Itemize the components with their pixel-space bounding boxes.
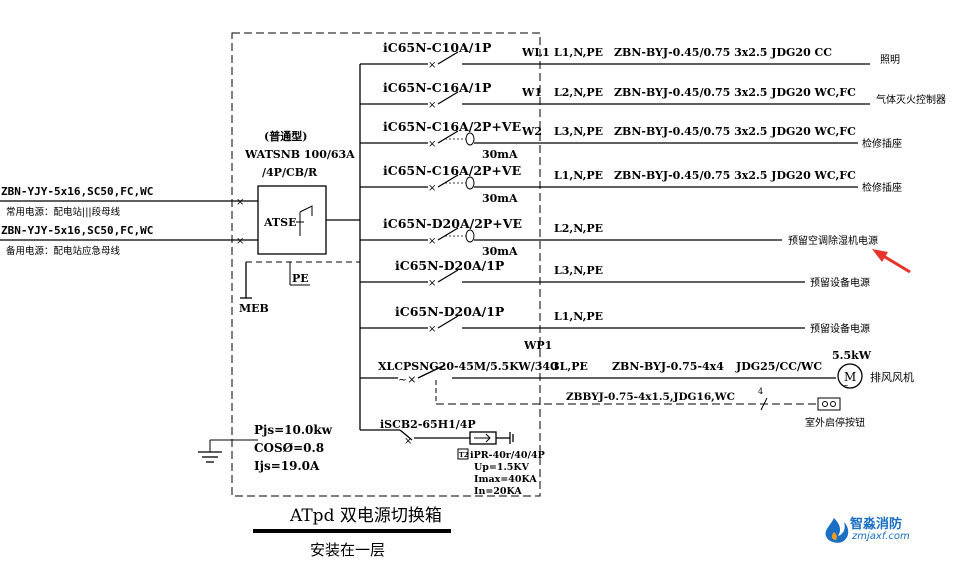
circuit-5-breaker: iC65N-D20A/2P+VE (383, 216, 522, 231)
motor-symbol: M (844, 370, 856, 384)
circuit-3-phase: L3,N,PE (554, 125, 603, 138)
circuit-1-breaker: iC65N-C10A/1P (383, 40, 492, 55)
watermark-name: 智淼消防 (850, 517, 903, 532)
spd-imax: Imax=40KA (474, 474, 537, 485)
control-cores-mark: 4 (758, 387, 763, 396)
circuit-4-phase: L1,N,PE (554, 169, 603, 182)
pjs: Pjs=10.0kw (254, 423, 333, 437)
circuit-4-load: 检修插座 (862, 181, 902, 194)
circuit-7-breaker: iC65N-D20A/1P (395, 304, 505, 319)
motor-id: WP1 (523, 339, 552, 352)
spd-model: iPR-40r/40/4P (470, 450, 545, 461)
atse-spec: WATSNB 100/63A (244, 148, 355, 161)
circuit-7-breaker-icon (437, 315, 459, 329)
input-2-cable: ZBN-YJY-5x16,SC50,FC,WC (1, 224, 153, 237)
circuit-1-id: WL1 (521, 46, 550, 59)
circuit-1-load: 照明 (880, 54, 900, 66)
circuit-2-phase: L2,N,PE (554, 86, 603, 99)
atse-type: (普通型) (264, 129, 307, 143)
circuit-5-load: 预留空调除湿机电源 (788, 234, 878, 247)
circuit-2-load: 气体灭火控制器 (876, 93, 946, 106)
circuit-3-id: W2 (521, 125, 542, 138)
watermark-logo (820, 512, 940, 552)
atse-label: ATSE (263, 216, 296, 229)
circuit-1-trip-mark: × (428, 60, 436, 71)
circuit-4-cable: ZBN-BYJ-0.45/0.75 3x2.5 JDG20 WC,FC (614, 169, 856, 182)
circuit-3-trip-mark: × (428, 139, 436, 150)
control-cable: ZBBYJ-0.75-4x1.5,JDG16,WC (566, 391, 735, 403)
circuit-3-rcd-rating: 30mA (482, 148, 518, 161)
input-2-source: 备用电源：配电站应急母线 (6, 245, 121, 257)
circuit-7-load: 预留设备电源 (810, 322, 870, 335)
svg-text:×: × (236, 197, 244, 208)
motor-starter-symbol: ~× (398, 373, 416, 386)
motor-cable: ZBN-BYJ-0.75-4x4 (612, 360, 724, 373)
atse-switch-symbol (296, 205, 313, 236)
circuit-2-breaker-icon (437, 91, 459, 105)
circuit-2-trip-mark: × (428, 100, 436, 111)
circuit-6-load: 预留设备电源 (810, 276, 870, 289)
circuit-4-rcd-icon (465, 176, 475, 190)
pe-label: PE (292, 272, 309, 285)
input-1-cable: ZBN-YJY-5x16,SC50,FC,WC (1, 185, 153, 198)
svg-text:×: × (236, 236, 244, 247)
circuit-2-breaker: iC65N-C16A/1P (383, 80, 492, 95)
circuit-6-breaker-icon (437, 269, 459, 283)
spd-up: Up=1.5KV (474, 462, 530, 473)
circuit-2-id: W1 (521, 86, 542, 99)
circuit-3-rcd-icon (465, 132, 475, 146)
motor-phase: 3L,PE (552, 360, 588, 373)
circuit-4-breaker: iC65N-C16A/2P+VE (383, 163, 521, 178)
atse-spec2: /4P/CB/R (262, 166, 318, 179)
button-box (817, 397, 841, 411)
circuit-4-trip-mark: × (428, 183, 436, 194)
panel-title: ATpd 双电源切换箱 (289, 506, 442, 526)
input-1-source: 常用电源：配电站|||段母线 (6, 206, 121, 218)
circuit-2-cable: ZBN-BYJ-0.45/0.75 3x2.5 JDG20 WC,FC (614, 86, 856, 99)
circuit-3-load: 检修插座 (862, 137, 902, 150)
circuit-3-breaker: iC65N-C16A/2P+VE (383, 119, 521, 134)
circuit-7-phase: L1,N,PE (554, 310, 603, 323)
spd-in: In=20KA (474, 486, 522, 497)
motor-conduit: JDG25/CC/WC (735, 360, 822, 373)
circuit-4-rcd-rating: 30mA (482, 192, 518, 205)
motor-starter: XLCPSNG20-45M/5.5KW/340 (378, 360, 558, 373)
circuit-3-cable: ZBN-BYJ-0.45/0.75 3x2.5 JDG20 WC,FC (614, 125, 856, 138)
flame-icon (825, 518, 849, 543)
circuit-4-breaker-icon (437, 174, 459, 188)
motor-power: 5.5kW (832, 349, 872, 362)
circuit-3-breaker-icon (437, 130, 459, 144)
cos-phi: COSØ=0.8 (254, 441, 324, 455)
ijs: Ijs=19.0A (254, 459, 320, 473)
spd-breaker: iSCB2-65H1/4P (380, 418, 476, 431)
circuit-1-phase: L1,N,PE (554, 46, 603, 59)
circuit-1-breaker-icon (437, 51, 459, 65)
install-note: 安装在一层 (310, 541, 385, 559)
circuit-6-trip-mark: × (428, 278, 436, 289)
spd-tag: T2 (459, 451, 468, 459)
meb-label: MEB (239, 302, 269, 315)
circuit-6-breaker: iC65N-D20A/1P (395, 258, 505, 273)
circuit-5-phase: L2,N,PE (554, 222, 603, 235)
panel-enclosure (231, 32, 541, 497)
svg-text:~: ~ (843, 382, 849, 390)
motor-load: 排风风机 (870, 370, 914, 384)
circuit-5-rcd-icon (465, 229, 475, 243)
circuit-7-trip-mark: × (428, 324, 436, 335)
circuit-5-breaker-icon (437, 227, 459, 241)
motor-icon (837, 363, 863, 389)
button-label: 室外启停按钮 (805, 416, 865, 429)
circuit-5-trip-mark: × (428, 236, 436, 247)
watermark-url: zmjaxf.com (852, 531, 910, 542)
circuit-1-cable: ZBN-BYJ-0.45/0.75 3x2.5 JDG20 CC (614, 46, 832, 59)
svg-text:×: × (404, 436, 412, 447)
circuit-6-phase: L3,N,PE (554, 264, 603, 277)
circuit-5-rcd-rating: 30mA (482, 245, 518, 258)
